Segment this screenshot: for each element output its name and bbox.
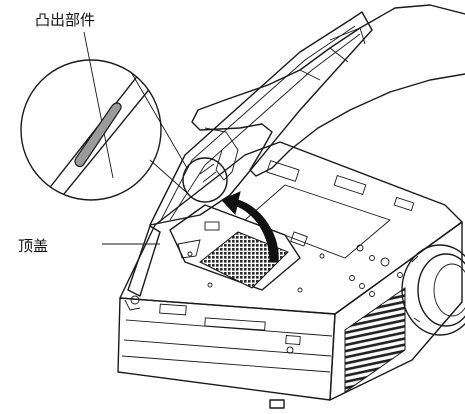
top-surface-details — [244, 160, 415, 297]
magnifier-connector-upper — [130, 71, 188, 169]
projector-body — [117, 141, 463, 409]
protrusion-leader-line — [83, 31, 114, 179]
rotation-arrow-icon — [221, 191, 279, 263]
lamp-compartment — [169, 204, 308, 291]
protrusion-highlight-circle — [182, 157, 228, 203]
magnifier-connector-lower — [149, 159, 187, 193]
protrusion-part — [74, 102, 122, 168]
protrusion-label: 凸出部件 — [35, 11, 95, 29]
magnified-inset — [20, 59, 162, 201]
hand-illustration — [191, 4, 465, 181]
top-cover-label: 顶盖 — [18, 237, 48, 255]
projector-lens — [401, 244, 465, 336]
